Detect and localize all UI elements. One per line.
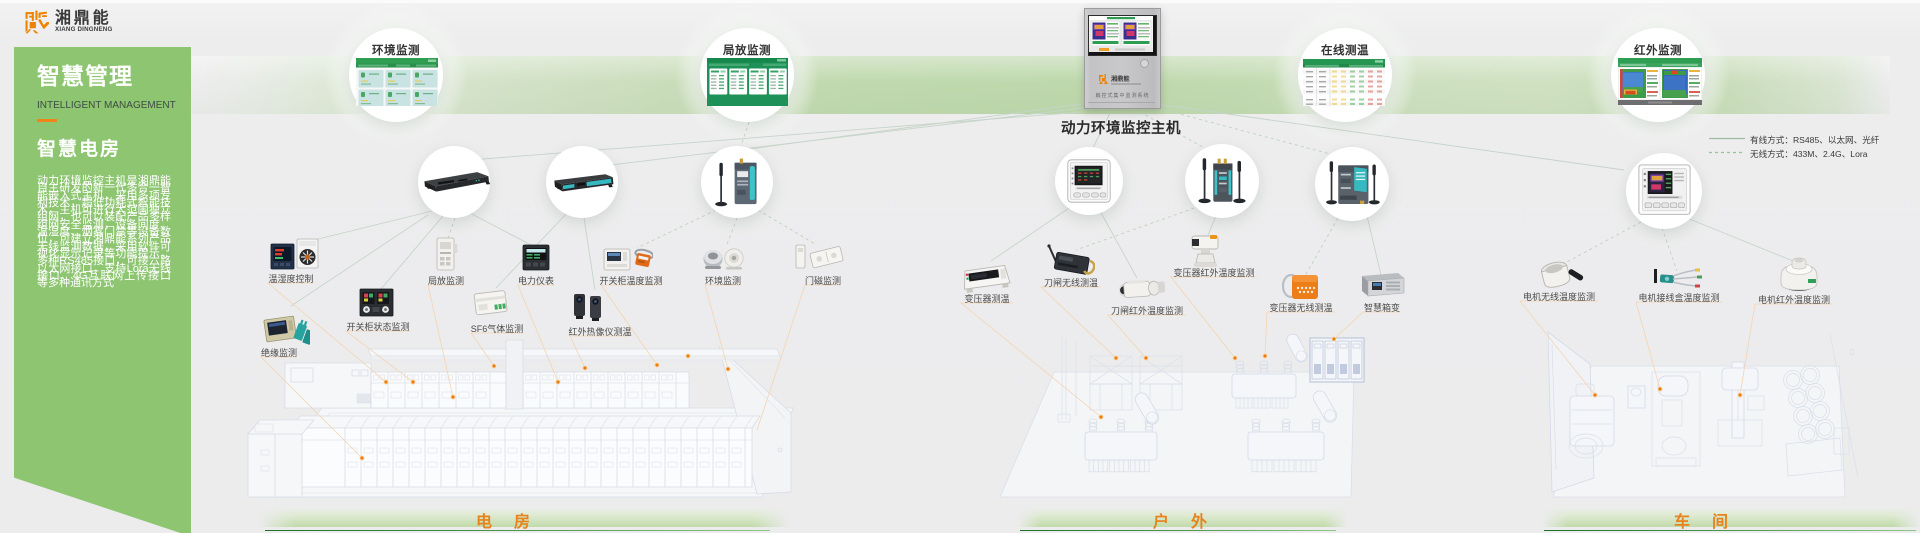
- svg-text:湘鼎能: 湘鼎能: [1111, 75, 1130, 83]
- svg-text:XIANG DINGNENG: XIANG DINGNENG: [55, 26, 112, 33]
- svg-text:湘鼎能: 湘鼎能: [55, 8, 111, 27]
